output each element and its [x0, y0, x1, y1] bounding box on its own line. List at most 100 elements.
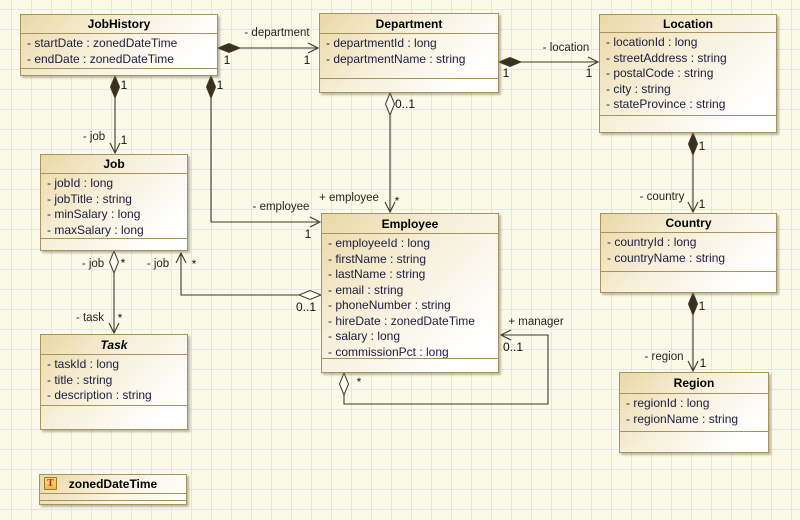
- multiplicity-label: *: [394, 194, 400, 208]
- datatype-title-row: T zonedDateTime: [40, 475, 186, 493]
- class-title: Task: [41, 335, 187, 355]
- open-arrowhead-job-task: [108, 322, 120, 335]
- operations-compartment: [322, 358, 498, 372]
- multiplicity-label: 1: [120, 133, 128, 147]
- datatype-zoneddatetime[interactable]: T zonedDateTime: [39, 474, 187, 505]
- open-arrowhead-location-country: [687, 201, 699, 214]
- class-location[interactable]: Location - locationId : long- streetAddre…: [599, 14, 777, 133]
- open-arrowhead-employee-manager: [499, 329, 512, 341]
- association-employee-manager[interactable]: [343, 334, 549, 405]
- datatype-compartment: [40, 500, 186, 504]
- composition-diamond-location-country: [687, 131, 699, 157]
- class-attribute: - maxSalary : long: [47, 222, 144, 237]
- composition-diamond-department-location: [497, 56, 523, 68]
- class-attribute: - countryName : string: [607, 250, 726, 265]
- association-jobhistory-employee[interactable]: [210, 98, 318, 223]
- class-attribute: - jobId : long: [47, 176, 114, 190]
- operations-compartment: [21, 68, 217, 75]
- class-attribute: - city : string: [606, 81, 671, 96]
- association-employee-job[interactable]: [180, 254, 299, 296]
- class-attribute: - streetAddress : string: [606, 50, 727, 65]
- class-title: Country: [601, 214, 776, 233]
- multiplicity-label: *: [117, 311, 123, 325]
- multiplicity-label: 1: [698, 197, 706, 211]
- attributes-compartment: - jobId : long- jobTitle : string- minSa…: [41, 174, 187, 238]
- class-title: Employee: [322, 214, 498, 234]
- class-attribute: - startDate : zonedDateTime: [27, 36, 178, 50]
- multiplicity-label: 1: [585, 66, 593, 80]
- class-country[interactable]: Country- countryId : long- countryName :…: [600, 213, 777, 293]
- class-attribute: - email : string: [328, 282, 404, 297]
- open-arrowhead-department-employee: [384, 201, 396, 214]
- multiplicity-label: 1: [120, 78, 128, 92]
- class-attribute: - locationId : long: [606, 35, 698, 49]
- class-attribute: - firstName : string: [328, 251, 427, 266]
- class-attribute: - regionId : long: [626, 396, 710, 410]
- multiplicity-label: *: [191, 257, 197, 271]
- class-attribute: - description : string: [47, 388, 152, 402]
- class-attribute: - minSalary : long: [47, 207, 141, 221]
- class-attribute: - taskId : long: [47, 357, 120, 371]
- role-label: - job: [81, 258, 105, 270]
- open-arrowhead-jobhistory-department: [307, 42, 320, 54]
- class-title: Region: [620, 373, 768, 394]
- class-attribute: - endDate : zonedDateTime: [27, 51, 174, 66]
- composition-diamond-jobhistory-department: [216, 42, 242, 54]
- multiplicity-label: 1: [223, 53, 231, 67]
- class-job[interactable]: Job- jobId : long- jobTitle : string- mi…: [40, 154, 188, 251]
- class-employee[interactable]: Employee- employeeId : long- firstName :…: [321, 213, 499, 373]
- class-title: JobHistory: [21, 15, 217, 34]
- multiplicity-label: 1: [304, 227, 312, 241]
- class-attribute: - phoneNumber : string: [328, 298, 451, 312]
- multiplicity-label: 1: [502, 66, 510, 80]
- operations-compartment: [320, 78, 498, 92]
- role-label: - job: [82, 131, 106, 143]
- composition-diamond-jobhistory-job: [109, 74, 121, 100]
- class-attribute: - departmentId : long: [326, 36, 437, 50]
- aggregation-diamond-job-task: [108, 249, 120, 275]
- class-attribute: - employeeId : long: [328, 236, 431, 250]
- operations-compartment: [41, 238, 187, 250]
- open-arrowhead-employee-job: [175, 251, 187, 264]
- role-label: - location: [542, 42, 590, 54]
- operations-compartment: [620, 431, 768, 452]
- attributes-compartment: - startDate : zonedDateTime- endDate : z…: [21, 34, 217, 68]
- operations-compartment: [600, 115, 776, 132]
- class-jobhistory[interactable]: JobHistory- startDate : zonedDateTime- e…: [20, 14, 218, 76]
- class-attribute: - stateProvince : string: [606, 97, 726, 111]
- class-attribute: - salary : long: [328, 329, 401, 343]
- attributes-compartment: - regionId : long- regionName : string: [620, 394, 768, 431]
- aggregation-diamond-employee-manager: [338, 371, 350, 397]
- class-title: Location: [600, 15, 776, 33]
- class-task[interactable]: Task- taskId : long- title : string- des…: [40, 334, 188, 430]
- aggregation-diamond-department-employee: [384, 91, 396, 117]
- datatype-name: zonedDateTime: [68, 477, 158, 491]
- attributes-compartment: - departmentId : long- departmentName : …: [320, 34, 498, 78]
- class-attribute: - lastName : string: [328, 267, 426, 281]
- datatype-icon: T: [44, 477, 57, 490]
- class-attribute: - departmentName : string: [326, 51, 466, 66]
- role-label: - employee: [252, 201, 310, 213]
- attributes-compartment: - taskId : long- title : string- descrip…: [41, 355, 187, 405]
- role-label: + employee: [319, 192, 379, 204]
- open-arrowhead-department-location: [587, 56, 600, 68]
- class-attribute: - hireDate : zonedDateTime: [328, 313, 475, 328]
- class-department[interactable]: Department- departmentId : long- departm…: [319, 13, 499, 93]
- class-attribute: - regionName : string: [626, 411, 739, 426]
- aggregation-diamond-employee-job: [297, 289, 323, 301]
- class-attribute: - countryId : long: [607, 235, 697, 249]
- multiplicity-label: 1: [698, 299, 706, 313]
- multiplicity-label: *: [120, 256, 126, 270]
- datatype-compartment: [40, 493, 186, 500]
- multiplicity-label: 0..1: [295, 300, 317, 314]
- composition-diamond-jobhistory-employee: [205, 74, 217, 100]
- multiplicity-label: 0..1: [502, 340, 524, 354]
- attributes-compartment: - countryId : long- countryName : string: [601, 233, 776, 271]
- role-label: - job: [146, 258, 170, 270]
- role-label: - region: [644, 351, 684, 363]
- role-label: - department: [244, 27, 310, 39]
- class-region[interactable]: Region- regionId : long- regionName : st…: [619, 372, 769, 453]
- attributes-compartment: - employeeId : long- firstName : string-…: [322, 234, 498, 358]
